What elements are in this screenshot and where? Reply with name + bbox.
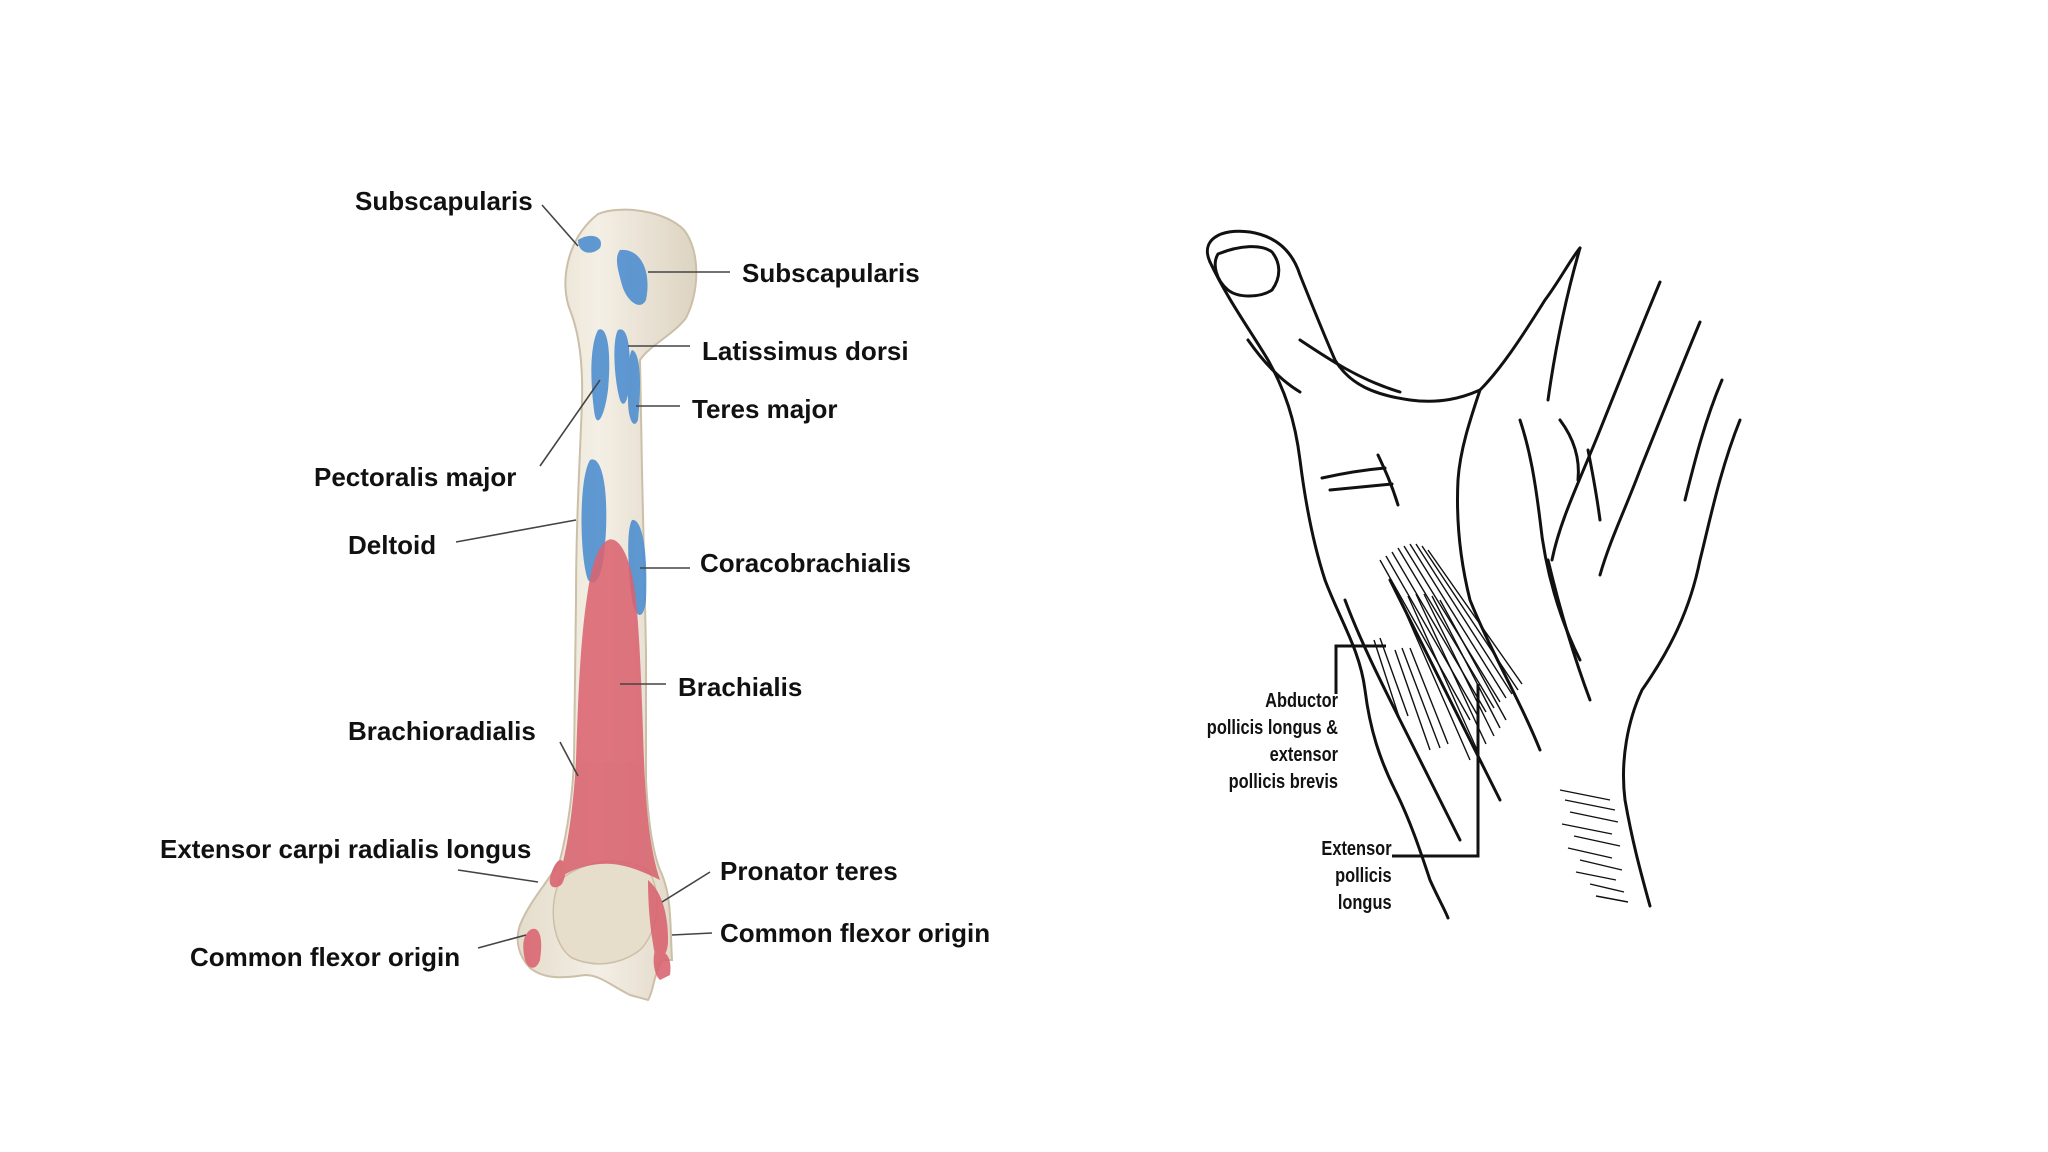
label-extensor-line-1: Extensor [1321,838,1392,860]
leader-deltoid [455,519,577,543]
leader-common-flexor-left [477,934,527,949]
label-latissimus-dorsi: Latissimus dorsi [702,336,909,366]
leader-pronator-teres [661,871,711,903]
label-subscapularis-right: Subscapularis [742,258,920,288]
leader-common-flexor-right [671,932,713,936]
label-extensor-line-2: pollicis [1335,865,1392,887]
label-coracobrachialis: Coracobrachialis [700,548,911,578]
label-brachialis: Brachialis [678,672,803,702]
leader-pectoralis-major [539,379,601,467]
thumb-underside [1208,260,1450,920]
thumbnail [1213,245,1281,298]
label-abductor-line-3: extensor [1269,744,1338,766]
label-pronator-teres: Pronator teres [720,856,898,886]
pronator-teres-origin [648,880,668,957]
latissimus-dorsi-insertion [614,329,630,404]
label-common-flexor-origin-right: Common flexor origin [720,918,991,948]
extensor-carpi-radialis-origin [549,860,566,888]
thumb-outline [1206,229,1582,403]
origin-areas [523,539,671,980]
label-extensor-carpi-radialis-longus: Extensor carpi radialis longus [160,834,532,864]
leader-subscapularis-left [541,204,579,247]
common-flexor-origin-right [653,950,671,980]
label-brachioradialis: Brachioradialis [348,716,536,746]
leader-lines [455,204,730,949]
leader-abductor [1334,644,1386,694]
subscapularis-insertion-left [578,235,601,253]
label-deltoid: Deltoid [348,530,437,560]
label-teres-major: Teres major [692,394,838,424]
pectoralis-major-insertion [591,329,610,421]
hand-leader-lines [1334,644,1480,858]
label-abductor-line-2: pollicis longus & [1206,717,1338,739]
leader-extensor-carpi-radialis [457,869,539,883]
label-extensor-pollicis-longus: Extensor pollicis longus [1322,836,1392,917]
brachialis-origin [558,539,660,880]
leader-extensor-longus [1392,684,1480,858]
label-extensor-line-3: longus [1338,892,1392,914]
label-abductor-pollicis: Abductor pollicis longus & extensor poll… [1207,688,1338,796]
label-abductor-line-1: Abductor [1265,690,1338,712]
label-common-flexor-origin-left: Common flexor origin [190,942,461,972]
leader-brachioradialis [559,741,579,777]
tendon-hatching [1373,543,1629,903]
subscapularis-insertion-right [616,249,648,305]
label-abductor-line-4: pollicis brevis [1228,771,1338,793]
common-flexor-origin-left [523,928,542,968]
label-subscapularis-left: Subscapularis [355,186,533,216]
label-pectoralis-major: Pectoralis major [314,462,517,492]
